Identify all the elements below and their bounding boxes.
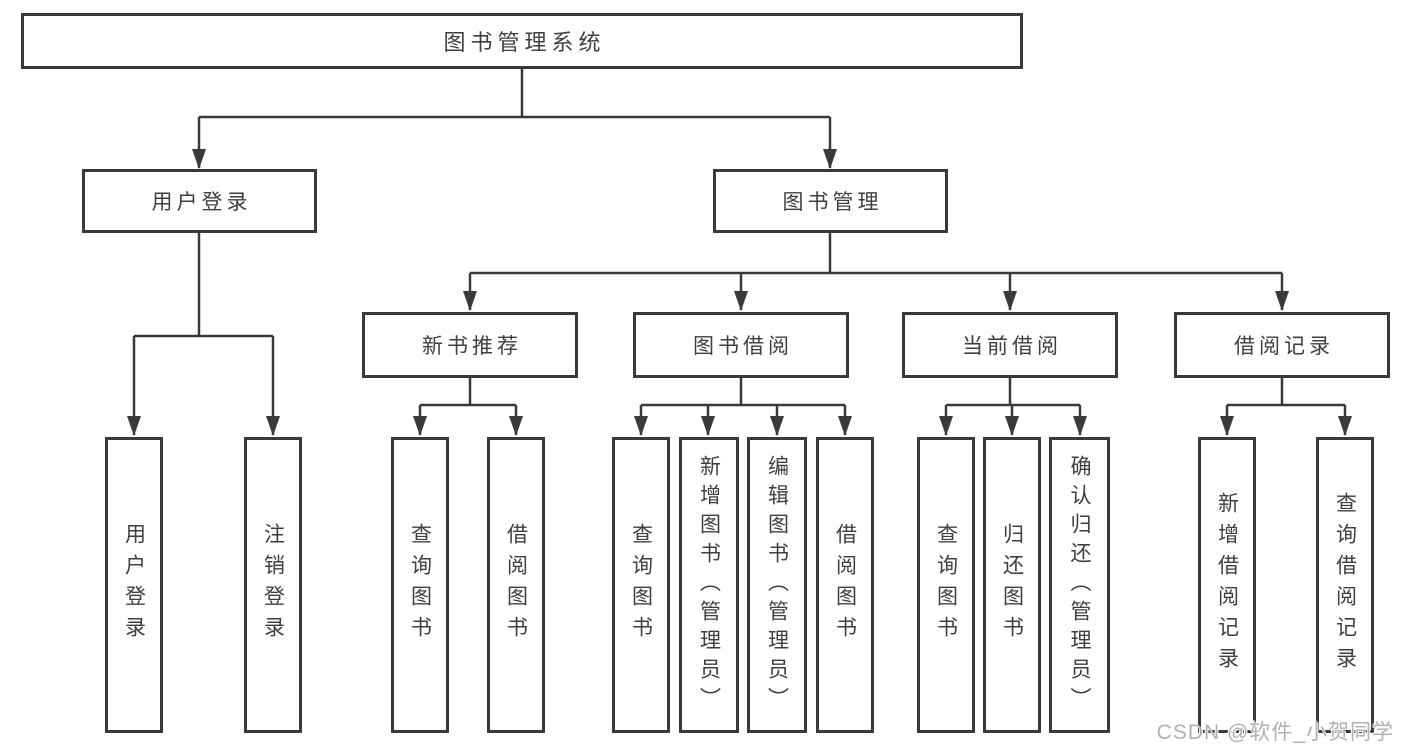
watermark: CSDN @软件_小贺同学 [1156,721,1394,744]
edge-book-borrow-to-children [634,378,852,436]
node-leaf-logout-label: 注销登录 [261,523,285,647]
node-leaf-query-books-recommend-label: 查询图书 [408,523,432,647]
node-book-management-label: 图书管理 [782,191,883,214]
node-leaf-return-books: 归还图书 [983,437,1041,733]
node-leaf-query-books-current: 查询图书 [917,437,975,733]
node-leaf-user-login-label: 用户登录 [122,523,146,647]
node-new-book-recommend-label: 新书推荐 [422,335,522,358]
node-leaf-return-books-label: 归还图书 [1000,523,1024,647]
node-leaf-add-books-admin-label: 新增图书（管理员） [697,454,721,716]
edge-current-borrow-to-children [939,378,1087,436]
node-leaf-edit-books-admin: 编辑图书（管理员） [747,437,807,733]
edge-book-management-to-level3 [463,233,1289,311]
edge-new-book-recommend-to-children [413,378,523,436]
node-borrow-records-label: 借阅记录 [1234,335,1334,358]
node-new-book-recommend: 新书推荐 [362,312,578,378]
node-borrow-records: 借阅记录 [1174,312,1390,378]
node-leaf-borrow-books-recommend-label: 借阅图书 [504,523,528,647]
node-book-management: 图书管理 [713,169,948,233]
node-leaf-confirm-return-admin: 确认归还（管理员） [1049,437,1110,733]
node-root: 图书管理系统 [21,13,1023,69]
node-leaf-query-borrow-record-label: 查询借阅记录 [1333,492,1357,678]
edge-user-login-to-children [127,233,280,436]
node-leaf-query-books-current-label: 查询图书 [934,523,958,647]
node-book-borrow: 图书借阅 [633,312,849,378]
node-leaf-user-login: 用户登录 [105,437,163,733]
node-leaf-add-borrow-record: 新增借阅记录 [1198,437,1256,733]
node-leaf-query-books-borrow: 查询图书 [612,437,670,733]
node-root-label: 图书管理系统 [443,30,606,55]
node-leaf-add-books-admin: 新增图书（管理员） [679,437,739,733]
node-leaf-borrow-books: 借阅图书 [816,437,874,733]
node-leaf-logout: 注销登录 [244,437,302,733]
node-leaf-edit-books-admin-label: 编辑图书（管理员） [765,454,789,716]
edge-borrow-records-to-children [1220,378,1352,436]
node-user-login-label: 用户登录 [151,191,252,214]
node-book-borrow-label: 图书借阅 [693,335,793,358]
edge-root-to-level2 [192,69,837,169]
node-leaf-confirm-return-admin-label: 确认归还（管理员） [1068,454,1091,716]
node-user-login: 用户登录 [82,169,317,233]
node-leaf-borrow-books-label: 借阅图书 [833,523,857,647]
node-current-borrow: 当前借阅 [902,312,1118,378]
node-leaf-query-books-recommend: 查询图书 [391,437,449,733]
node-leaf-query-borrow-record: 查询借阅记录 [1316,437,1374,733]
node-leaf-borrow-books-recommend: 借阅图书 [487,437,545,733]
node-leaf-query-books-borrow-label: 查询图书 [629,523,653,647]
node-current-borrow-label: 当前借阅 [962,335,1062,358]
node-leaf-add-borrow-record-label: 新增借阅记录 [1215,492,1239,678]
